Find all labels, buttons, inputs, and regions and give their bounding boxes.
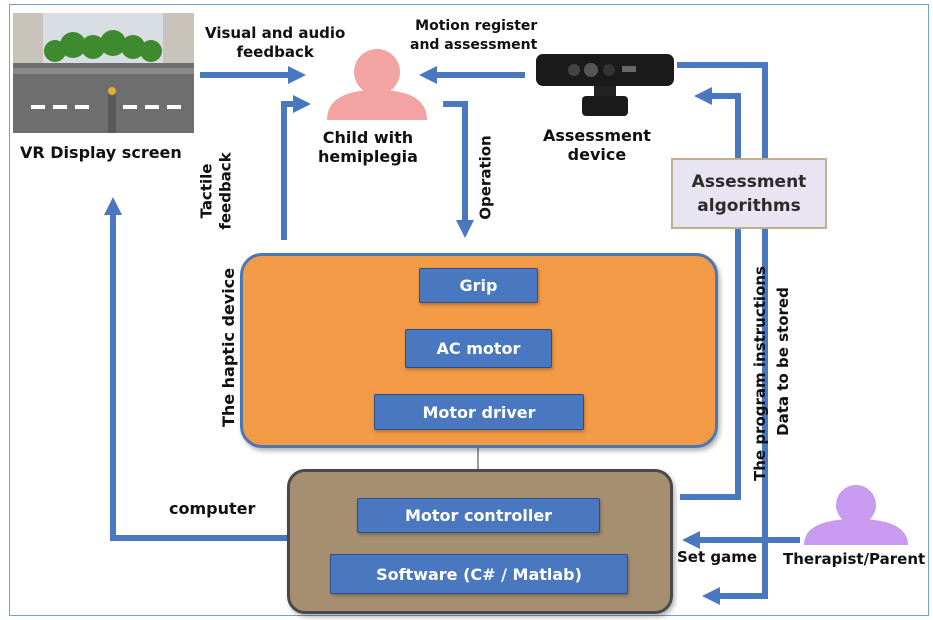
arrow-tactile-feedback (281, 95, 311, 240)
therapist-label: Therapist/Parent (783, 550, 926, 568)
diagram-frame (9, 4, 929, 616)
motor-controller-box: Motor controller (357, 498, 600, 533)
haptic-device-label: The haptic device (219, 267, 239, 428)
assessment-algorithms-text: Assessment algorithms (691, 171, 807, 216)
computer-label: computer (169, 499, 256, 518)
arrow-computer-to-vr (104, 197, 287, 541)
visual-audio-label: Visual and audio feedback (205, 24, 346, 61)
software-box: Software (C# / Matlab) (330, 554, 628, 594)
arrow-operation (443, 101, 474, 238)
kinect-sensor-icon (534, 52, 676, 124)
motion-register-label: Motion register and assessment (410, 18, 538, 53)
assessment-algorithms-box: Assessment algorithms (671, 158, 827, 229)
vr-display-image (13, 13, 194, 133)
set-game-label: Set game (677, 548, 758, 566)
child-person-icon (322, 48, 432, 124)
program-instructions-label: The program instructions (750, 266, 769, 481)
therapist-person-icon (800, 485, 912, 549)
assessment-device-label: Assessment device (543, 126, 651, 164)
ac-motor-box: AC motor (405, 329, 552, 368)
arrow-data-stored (677, 62, 768, 605)
data-stored-label: Data to be stored (773, 287, 792, 436)
operation-label: Operation (476, 135, 495, 220)
motor-driver-box: Motor driver (374, 394, 584, 430)
child-label: Child with hemiplegia (318, 128, 418, 166)
arrow-program-instructions (680, 87, 741, 500)
vr-display-label: VR Display screen (20, 143, 182, 162)
grip-box: Grip (419, 268, 538, 303)
tactile-feedback-label: Tactile feedback (197, 152, 235, 230)
